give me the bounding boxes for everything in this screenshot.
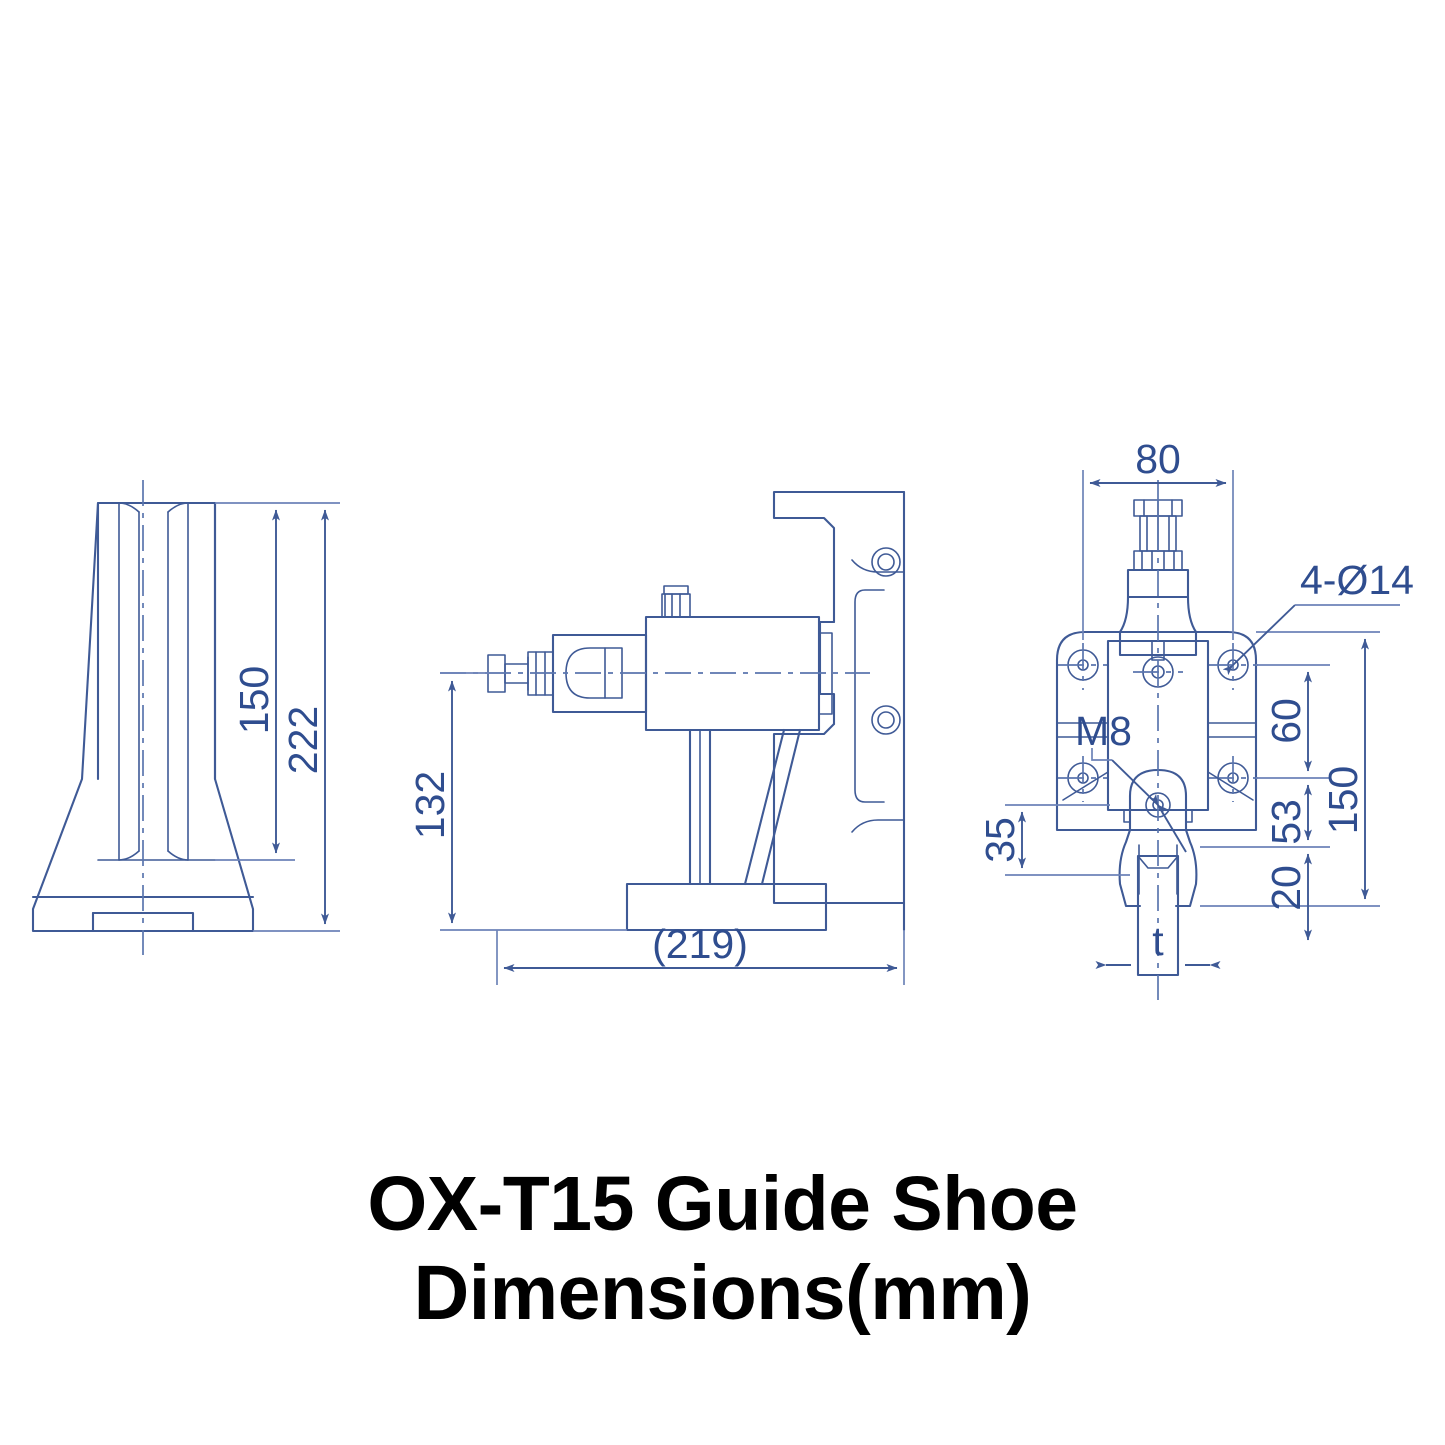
plan-view-crosshair-tl bbox=[1058, 643, 1108, 690]
caption-title-line-2: Dimensions(mm) bbox=[413, 1250, 1032, 1337]
plan-view-hex-nut-facets bbox=[1141, 550, 1175, 571]
side-view-dim-219-label: (219) bbox=[652, 921, 748, 967]
caption-title-line-1: OX-T15 Guide Shoe bbox=[367, 1161, 1078, 1247]
plan-view-bolt-head bbox=[1133, 499, 1183, 517]
plan-view-rail-head-chamfer bbox=[1137, 855, 1179, 869]
side-view-boss-upper-outer bbox=[871, 547, 901, 577]
front-view: 150 222 bbox=[31, 480, 340, 955]
plan-view-rail-head bbox=[1136, 854, 1180, 977]
plan-view-clip-right bbox=[1185, 809, 1207, 823]
plan-view-crosshair-tr bbox=[1208, 643, 1258, 690]
plan-view-dim-35-label: 35 bbox=[977, 817, 1023, 863]
plan-view-gusset-right bbox=[1207, 771, 1254, 801]
side-view-nipple-threads bbox=[664, 593, 681, 618]
plan-view-clip-left bbox=[1109, 809, 1131, 823]
front-view-dim-150-label: 150 bbox=[231, 666, 277, 734]
plan-view-center-block bbox=[1106, 639, 1210, 812]
side-view-boss-lower-inner bbox=[877, 711, 895, 729]
plan-view-dim-150-label: 150 bbox=[1320, 766, 1366, 834]
plan-view-callout-holes-label: 4-Ø14 bbox=[1300, 557, 1414, 603]
plan-view-adjuster-pin bbox=[1151, 640, 1165, 661]
plan-view-jaw-right-outer bbox=[1174, 828, 1198, 908]
plan-view-jaw-left-outer bbox=[1118, 828, 1142, 908]
side-view-boss-upper-inner bbox=[877, 553, 895, 571]
plan-view-callout-m8-shelf bbox=[1091, 748, 1112, 761]
plan-view-dim-60-label: 60 bbox=[1263, 698, 1309, 744]
plan-view-dim-53-label: 53 bbox=[1263, 799, 1309, 845]
plan-view-callout-m8-leader-upper bbox=[1111, 759, 1169, 816]
plan-view-crosshair-br bbox=[1208, 756, 1258, 802]
front-view-dim-222-label: 222 bbox=[280, 706, 326, 774]
front-view-liner-right-bottom-fillet bbox=[167, 850, 189, 861]
plan-view-dim-80-label: 80 bbox=[1135, 436, 1181, 482]
plan-view: 80 60 53 20 150 35 t bbox=[977, 436, 1414, 1000]
plan-view-callout-m8-leader-lower bbox=[1149, 793, 1187, 853]
side-view-bracket-relief-top bbox=[851, 559, 905, 573]
front-view-liner-left-bottom-fillet bbox=[118, 850, 140, 861]
side-view-bracket-bottom-flange bbox=[772, 758, 906, 905]
plan-view-dim-t-label: t bbox=[1152, 918, 1164, 964]
plan-view-callout-m8-label: M8 bbox=[1075, 708, 1132, 754]
front-view-liner-left-top-fillet bbox=[118, 502, 140, 513]
front-view-liner-right-top-fillet bbox=[167, 502, 189, 513]
plan-view-crosshair-bl bbox=[1058, 756, 1108, 802]
plan-view-gusset-left bbox=[1062, 771, 1109, 801]
side-view-adjuster-block bbox=[551, 633, 648, 714]
side-view-gusset-right bbox=[760, 728, 802, 886]
side-view-boss-lower-outer bbox=[871, 705, 901, 735]
side-view-bracket-relief-bottom bbox=[851, 819, 905, 833]
drawing-caption: OX-T15 Guide Shoe Dimensions(mm) bbox=[0, 1160, 1445, 1339]
plan-view-callout-holes-leader bbox=[1222, 604, 1296, 676]
side-view-nipple-cap bbox=[663, 585, 689, 595]
side-view-base-plate bbox=[625, 882, 828, 932]
side-view-housing-flange bbox=[818, 632, 833, 715]
front-view-base-recess bbox=[91, 911, 195, 933]
side-view-bracket-inner-pocket bbox=[854, 589, 885, 803]
plan-view-mounting-plate bbox=[1055, 630, 1258, 832]
side-view-dim-132-label: 132 bbox=[407, 771, 453, 839]
side-view-nipple-base bbox=[661, 593, 691, 618]
side-view-adjuster-hex-head bbox=[487, 654, 506, 693]
plan-view-adjuster-boss bbox=[1118, 595, 1198, 657]
side-view-bracket-top-flange bbox=[772, 490, 906, 624]
side-view-roller-profile bbox=[565, 647, 623, 699]
side-view: 132 (219) bbox=[407, 490, 906, 985]
plan-view-dim-20-label: 20 bbox=[1263, 865, 1309, 911]
side-view-gusset-left bbox=[743, 728, 786, 886]
